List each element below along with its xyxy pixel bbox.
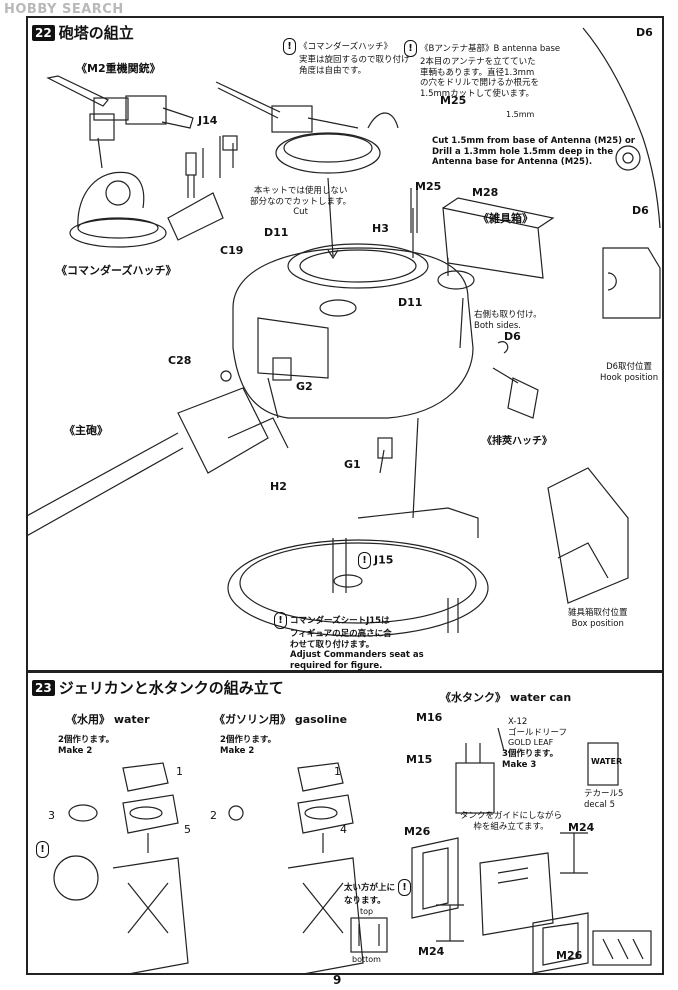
note-hook-position: D6取付位置 Hook position bbox=[600, 362, 659, 383]
note-decal: テカール5 decal 5 bbox=[584, 789, 624, 810]
label-m24-lower: M24 bbox=[418, 945, 445, 958]
label-m25-lower: M25 bbox=[415, 180, 442, 193]
caution-icon: ! bbox=[274, 612, 287, 629]
label-d6-right: D6 bbox=[632, 204, 649, 217]
watermark: HOBBY SEARCH bbox=[4, 2, 124, 17]
caution-icon: ! bbox=[36, 839, 52, 858]
label-g2: G2 bbox=[296, 380, 313, 393]
label-part-1-water: 1 bbox=[176, 765, 183, 778]
label-h3: H3 bbox=[372, 222, 389, 235]
decal-water: WATER bbox=[591, 757, 623, 766]
note-box-position: 雑具箱取付位置 Box position bbox=[568, 608, 628, 629]
label-gasoline: 《ガソリン用》 gasoline bbox=[214, 713, 348, 726]
note-water-make: 2個作ります。 Make 2 bbox=[58, 735, 115, 756]
caution-icon: ! bbox=[404, 40, 417, 57]
note-cut: 本キットでは使用しない 部分なのでカットします。 Cut bbox=[250, 186, 352, 218]
note-gas-make: 2個作ります。 Make 2 bbox=[220, 735, 277, 756]
label-d6-top: D6 bbox=[636, 26, 653, 39]
label-bottom: bottom bbox=[352, 955, 381, 964]
label-j14: J14 bbox=[198, 114, 218, 127]
label-m25-upper: M25 bbox=[440, 94, 467, 107]
section-23-title: ジェリカンと水タンクの組み立て bbox=[58, 679, 284, 697]
note-antenna-base: !《Bアンテナ基部》B antenna base 2本目のアンテナを立てていた … bbox=[404, 40, 560, 100]
caution-icon: ! bbox=[283, 38, 296, 55]
label-part-1-gas: 1 bbox=[334, 765, 341, 778]
label-c28: C28 bbox=[168, 354, 192, 367]
page-number: 9 bbox=[333, 973, 342, 987]
label-d11-right: D11 bbox=[398, 296, 423, 309]
note-thick-side: 太い方が上に ! なります。 bbox=[344, 879, 414, 907]
note-frame-guide: タンクをガイドにしながら 枠を組み立てます。 bbox=[460, 811, 563, 832]
label-d11-left: D11 bbox=[264, 226, 289, 239]
caution-icon: ! bbox=[397, 879, 411, 896]
section-23-number: 23 bbox=[32, 679, 55, 696]
note-commander-hatch: !《コマンダーズハッチ》 実車は旋回するので取り付け 角度は自由です。 bbox=[283, 38, 410, 76]
label-part-3: 3 bbox=[48, 809, 55, 822]
label-m28: M28 bbox=[472, 186, 499, 199]
note-tank-make: 3個作ります。 Make 3 bbox=[502, 749, 559, 770]
label-part-5: 5 bbox=[184, 823, 191, 836]
label-water-can: 《水タンク》 water can bbox=[440, 691, 572, 704]
label-top: top bbox=[360, 907, 374, 916]
label-d6-center: D6 bbox=[504, 330, 521, 343]
label-c19: C19 bbox=[220, 244, 244, 257]
label-m16: M16 bbox=[416, 711, 443, 724]
section-22-title: 砲塔の組立 bbox=[58, 24, 134, 42]
section-22-number: 22 bbox=[32, 24, 55, 41]
section-23-header: 23 ジェリカンと水タンクの組み立て bbox=[32, 677, 284, 698]
label-part-2: 2 bbox=[210, 809, 217, 822]
jerrycan-assembly-drawing bbox=[53, 727, 652, 975]
label-m24-upper: M24 bbox=[568, 821, 595, 834]
label-main-gun: 《主砲》 bbox=[64, 424, 108, 437]
caution-icon: ! bbox=[358, 552, 371, 569]
label-h2: H2 bbox=[270, 480, 287, 493]
label-m15: M15 bbox=[406, 753, 433, 766]
label-box: 《雑具箱》 bbox=[478, 212, 533, 225]
turret-assembly-drawing bbox=[28, 27, 661, 637]
section-22-panel: 22 砲塔の組立 bbox=[26, 16, 664, 672]
label-dimension: 1.5mm bbox=[506, 110, 535, 119]
note-antenna-en: Cut 1.5mm from base of Antenna (M25) or … bbox=[432, 136, 635, 168]
label-m26-lower: M26 bbox=[556, 949, 583, 962]
label-part-4: 4 bbox=[340, 823, 347, 836]
label-water: 《水用》 water bbox=[66, 713, 150, 726]
label-m2-gun: 《M2重機関銃》 bbox=[76, 62, 161, 75]
note-both-sides: 右側も取り付け。 Both sides. bbox=[474, 310, 542, 331]
section-23-panel: 23 ジェリカンと水タンクの組み立て bbox=[26, 671, 664, 975]
note-commander-seat: !コマンダーズシートJ15は フィギュアの足の高さに合 わせて取り付けます。 A… bbox=[274, 612, 424, 672]
section-22-header: 22 砲塔の組立 bbox=[32, 22, 134, 43]
label-exhaust-hatch: 《排莢ハッチ》 bbox=[482, 436, 552, 447]
label-m26-upper: M26 bbox=[404, 825, 431, 838]
label-commander-hatch: 《コマンダーズハッチ》 bbox=[56, 264, 177, 277]
label-g1: G1 bbox=[344, 458, 361, 471]
note-paint: X-12 ゴールドリーフ GOLD LEAF bbox=[508, 717, 567, 748]
label-j15: !J15 bbox=[358, 552, 393, 569]
